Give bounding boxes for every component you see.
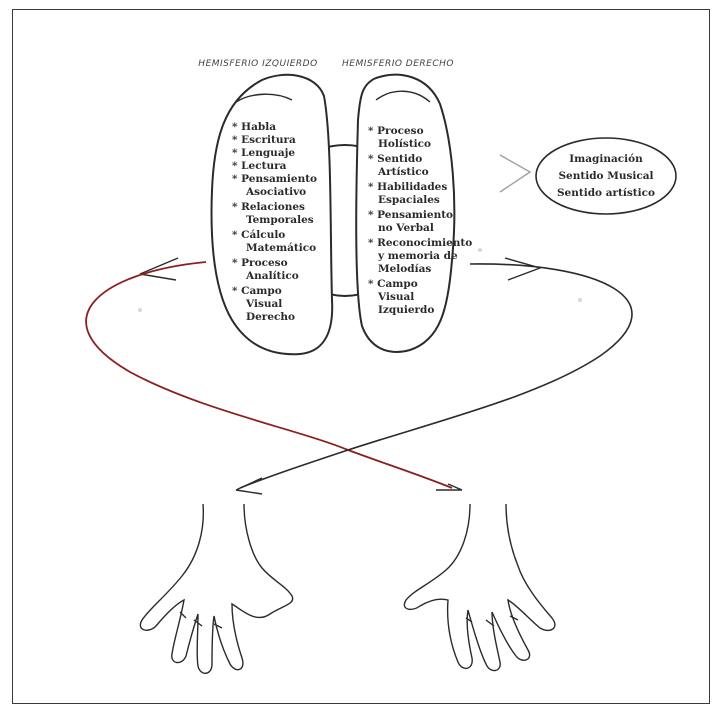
- left-item-4: * Lectura: [232, 160, 287, 172]
- left-hand-outline: [139, 503, 294, 674]
- right-hand: [403, 503, 556, 672]
- left-item-8: * Proceso Analítico: [232, 257, 299, 282]
- left-item-1: * Habla: [232, 121, 276, 133]
- left-item-5: * Pensamiento Asociativo: [232, 173, 321, 198]
- left-item-9: * Campo Visual Derecho: [232, 285, 295, 323]
- left-hand: [139, 503, 294, 674]
- left-hemisphere-to-right-hand-path: [85, 261, 453, 489]
- right-hand-arrowhead: [436, 483, 463, 491]
- right-hemisphere: [355, 73, 456, 353]
- left-item-3: * Lenguaje: [232, 147, 295, 159]
- oval-line-1: Imaginación: [569, 153, 643, 165]
- left-item-6: * Relaciones Temporales: [232, 201, 314, 226]
- functions-oval: [535, 137, 677, 215]
- oval-line-2: Sentido Musical: [558, 170, 653, 182]
- right-item-1: * Proceso Holístico: [368, 125, 431, 150]
- left-hand-arrowhead: [235, 477, 263, 495]
- right-item-5: * Reconocimiento y memoria de Melodías: [368, 237, 476, 275]
- right-hemisphere-fold: [375, 90, 431, 103]
- oval-connector: [499, 154, 532, 193]
- right-hemisphere-list: * Proceso Holístico * Sentido Artístico …: [368, 125, 476, 316]
- right-item-6: * Campo Visual Izquierdo: [368, 278, 434, 316]
- right-item-4: * Pensamiento no Verbal: [368, 209, 457, 234]
- left-item-7: * Cálculo Matemático: [232, 229, 316, 254]
- right-hand-outline: [403, 503, 556, 672]
- left-hemisphere-fold: [235, 93, 293, 103]
- right-item-2: * Sentido Artístico: [368, 153, 429, 178]
- left-brain-arrowhead: [139, 257, 179, 281]
- left-hemisphere-list: * Habla * Escritura * Lenguaje * Lectura…: [232, 121, 321, 323]
- left-hand-knuckles: [179, 611, 223, 629]
- right-brain-arrowhead: [504, 257, 543, 281]
- right-hand-knuckles: [465, 615, 519, 627]
- left-item-2: * Escritura: [232, 134, 296, 146]
- right-hemisphere-to-left-hand-path: [239, 263, 633, 489]
- right-hemisphere-title: HEMISFERIO DERECHO: [342, 59, 454, 69]
- left-hemisphere: [210, 73, 334, 356]
- right-item-3: * Habilidades Espaciales: [368, 181, 451, 206]
- left-hemisphere-title: HEMISFERIO IZQUIERDO: [198, 59, 317, 69]
- oval-line-3: Sentido artístico: [557, 187, 655, 199]
